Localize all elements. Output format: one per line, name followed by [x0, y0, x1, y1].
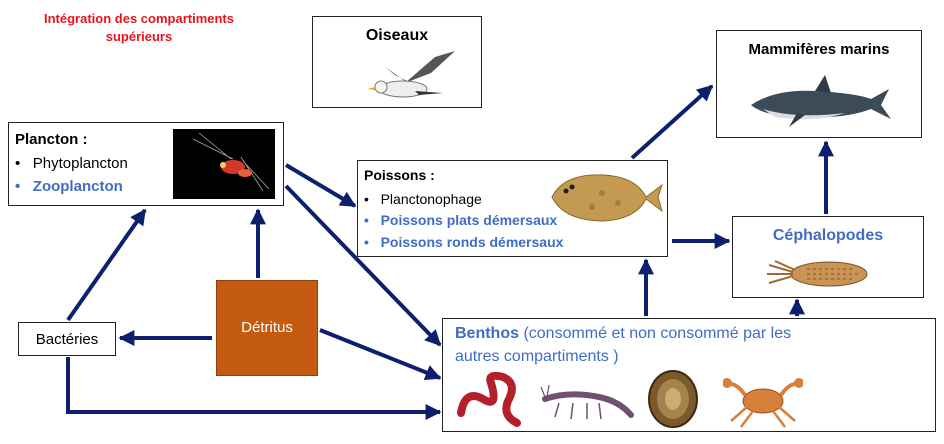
diagram-header: Intégration des compartiments supérieurs: [10, 10, 268, 46]
poissons-box: Poissons : • Planctonophage • Poissons p…: [357, 160, 668, 257]
arrow-detritus-benthos: [319, 328, 442, 381]
shell-image: [648, 370, 698, 428]
shrimp-image: [540, 384, 634, 420]
poissons-item-1: • Planctonophage: [364, 191, 482, 207]
arrow-bacteries-benthos: [66, 357, 442, 420]
detritus-box: Détritus: [216, 280, 318, 376]
benthos-desc-2: autres compartiments ): [455, 348, 619, 365]
benthos-box: Benthos (consommé et non consommé par le…: [442, 318, 936, 432]
cephalopodes-box: Céphalopodes: [732, 216, 924, 298]
poissons-item-2: • Poissons plats démersaux: [364, 212, 557, 228]
cuttlefish-image: [767, 260, 868, 287]
oiseaux-title: Oiseaux: [365, 27, 429, 44]
benthos-desc-1: (consommé et non consommé par les: [519, 325, 792, 342]
bullet: •: [364, 212, 369, 228]
arrow-poissons-mammiferes: [630, 84, 714, 160]
arrow-bacteries-plancton: [66, 208, 147, 322]
bullet: •: [364, 191, 369, 207]
bacteries-label: Bactéries: [35, 331, 99, 348]
oiseaux-box: Oiseaux: [312, 16, 482, 108]
plancton-item-2: • Zooplancton: [15, 178, 123, 195]
plancton-phyto: Phytoplancton: [32, 155, 128, 172]
poissons-item-3: • Poissons ronds démersaux: [364, 234, 563, 250]
poissons-title: Poissons :: [364, 167, 435, 183]
plancton-item-1: • Phytoplancton: [15, 155, 128, 172]
plancton-title: Plancton :: [15, 131, 88, 148]
crab-image: [723, 378, 803, 428]
plancton-box: Plancton : • Phytoplancton • Zooplancton: [8, 122, 284, 206]
bullet: •: [364, 234, 369, 250]
poissons-plats: Poissons plats démersaux: [380, 212, 558, 228]
plancton-zoo: Zooplancton: [32, 178, 123, 195]
benthos-line-2: autres compartiments ): [455, 348, 619, 366]
mammiferes-box: Mammifères marins: [716, 30, 922, 138]
flatfish-image: [551, 174, 663, 222]
benthos-line-1: Benthos (consommé et non consommé par le…: [455, 325, 791, 343]
seagull-image: [367, 51, 455, 98]
bacteries-box: Bactéries: [18, 322, 116, 356]
mammiferes-title: Mammifères marins: [748, 41, 890, 58]
bullet: •: [15, 155, 21, 172]
poissons-plancto: Planctonophage: [380, 191, 482, 207]
arrow-plancton-poissons: [284, 163, 357, 208]
zooplankton-image: [173, 129, 275, 199]
worm-image: [457, 371, 521, 427]
header-line-2: supérieurs: [105, 29, 173, 44]
detritus-label: Détritus: [241, 319, 293, 336]
arrow-plancton-benthos: [284, 184, 442, 347]
benthos-title: Benthos: [455, 325, 519, 342]
header-line-1: Intégration des compartiments: [44, 11, 234, 26]
cephalopodes-title: Céphalopodes: [772, 227, 884, 244]
porpoise-image: [751, 75, 891, 127]
bullet: •: [15, 178, 21, 195]
poissons-ronds: Poissons ronds démersaux: [380, 234, 564, 250]
